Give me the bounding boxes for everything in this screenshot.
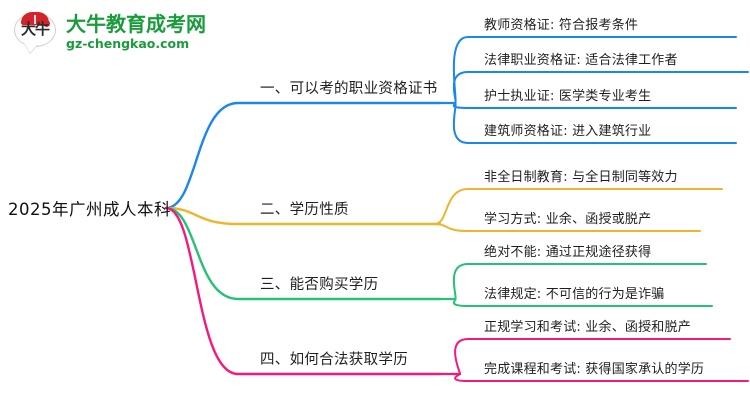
leaf-node-4-1[interactable]: 正规学习和考试: 业余、函授和脱产 (484, 320, 691, 335)
logo-title: 大牛教育成考网 (66, 11, 206, 36)
connector-line (164, 101, 442, 210)
speech-bubble-tail (25, 44, 38, 53)
leaf-node-2-2[interactable]: 学习方式: 业余、函授或脱产 (484, 212, 652, 227)
root-node[interactable]: 2025年广州成人本科 (8, 200, 171, 219)
branch-node-2[interactable]: 二、学历性质 (260, 202, 349, 218)
connector-line (164, 206, 442, 376)
leaf-node-3-1[interactable]: 绝对不能: 通过正规途径获得 (484, 245, 652, 260)
logo-subtitle-url: gz-chengkao.com (66, 35, 190, 51)
branch-node-1[interactable]: 一、可以考的职业资格证书 (260, 81, 438, 97)
leaf-node-2-1[interactable]: 非全日制教育: 与全日制同等效力 (484, 170, 678, 185)
logo-mark-icon: 大牛 (12, 11, 58, 53)
leaf-node-1-1[interactable]: 教师资格证: 符合报考条件 (484, 18, 639, 33)
logo-mark-text: 大牛 (20, 20, 50, 38)
site-logo: 大牛 大牛教育成考网 gz-chengkao.com (12, 8, 252, 56)
connector-line (454, 373, 749, 382)
leaf-node-1-4[interactable]: 建筑师资格证: 进入建筑行业 (484, 124, 652, 139)
connector-line (452, 102, 737, 144)
connector-line (454, 338, 731, 375)
connector-line (452, 298, 713, 307)
cap-knob-icon (43, 20, 50, 27)
logo-text-block: 大牛教育成考网 gz-chengkao.com (66, 11, 206, 51)
leaf-node-4-2[interactable]: 完成课程和考试: 获得国家承认的学历 (484, 362, 705, 377)
graduation-cap-icon (21, 12, 49, 25)
connector-line (164, 206, 442, 226)
leaf-node-3-2[interactable]: 法律规定: 不可信的行为是诈骗 (484, 287, 665, 302)
connector-line (434, 223, 701, 232)
branch-node-3[interactable]: 三、能否购买学历 (260, 277, 379, 293)
connector-line (164, 206, 442, 301)
connector-line (434, 188, 723, 225)
branch-node-4[interactable]: 四、如何合法获取学历 (260, 352, 408, 368)
connector-line (452, 263, 707, 300)
connector-line (452, 71, 749, 104)
leaf-node-1-3[interactable]: 护士执业证: 医学类专业考生 (484, 89, 652, 104)
leaf-node-1-2[interactable]: 法律职业资格证: 适合法律工作者 (484, 53, 678, 68)
